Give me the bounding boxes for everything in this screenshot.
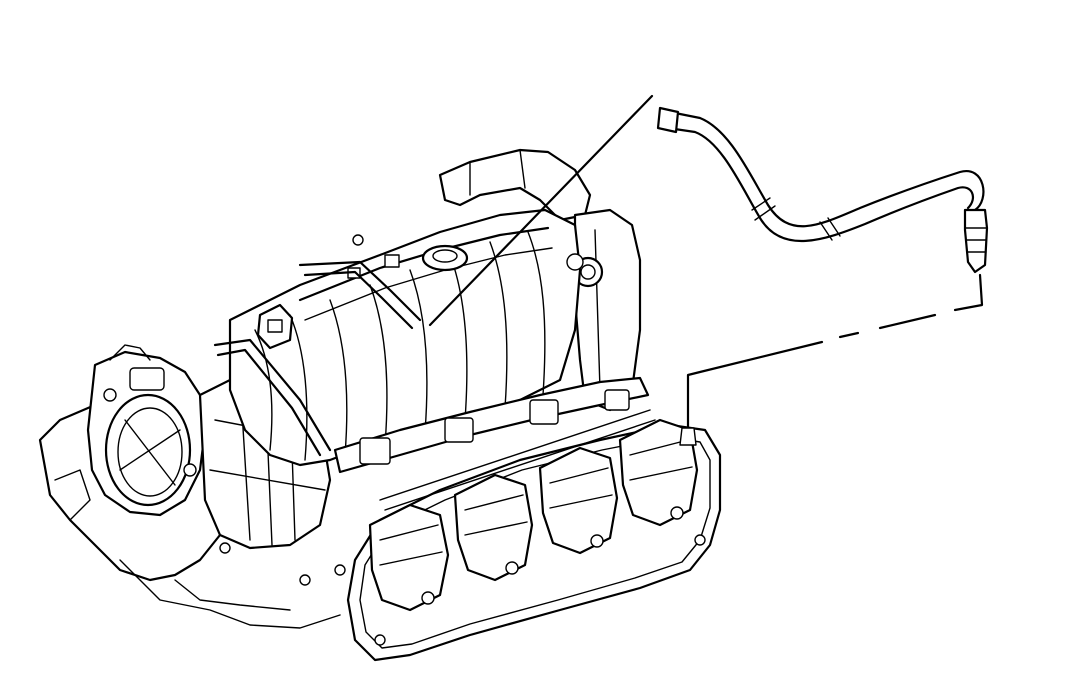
ignition-coil-icon	[368, 409, 699, 612]
throttle-body-icon	[86, 344, 207, 517]
rear-bracket	[438, 148, 592, 222]
fuel-rail-icon	[333, 376, 650, 474]
bolt-details	[219, 534, 706, 646]
intake-manifold-icon	[213, 208, 584, 467]
pcv-hose-icon	[428, 94, 989, 446]
